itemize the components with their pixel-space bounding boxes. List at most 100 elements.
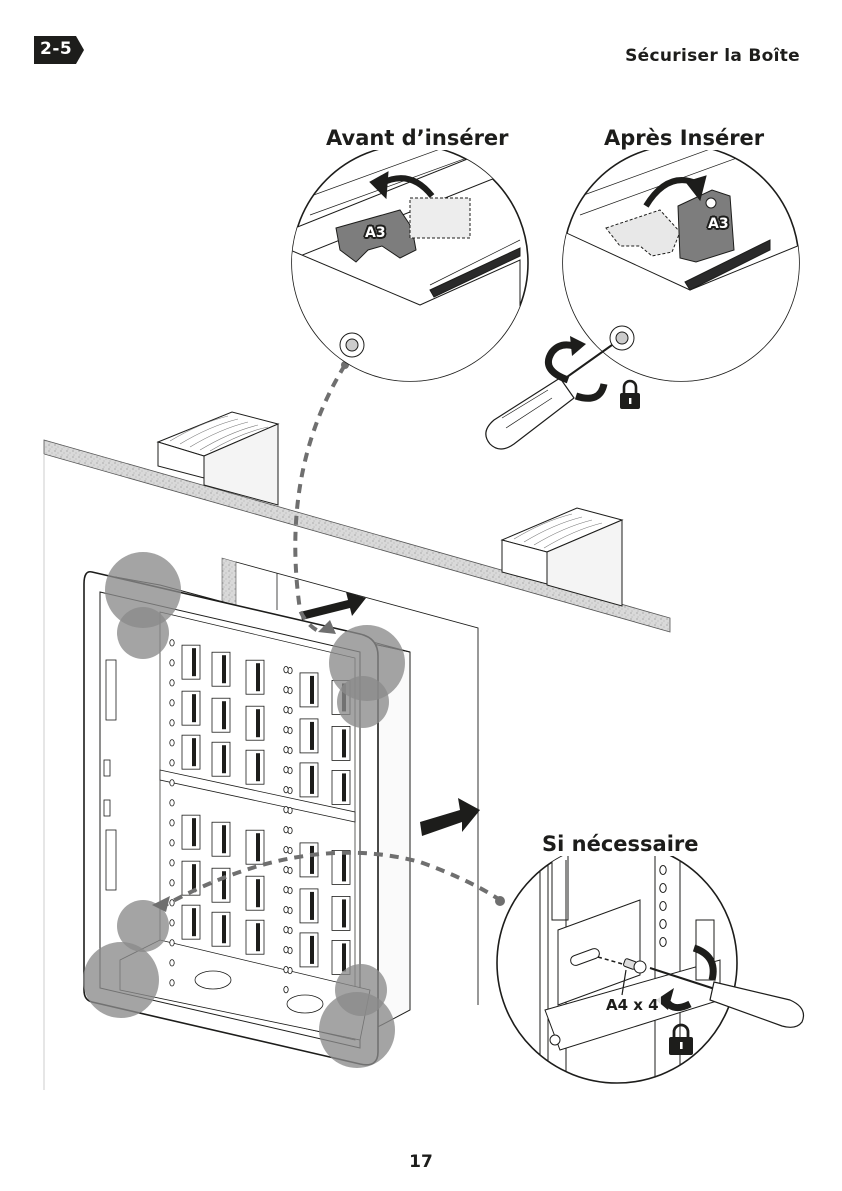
fixing-point-bottom-left-inner xyxy=(117,900,169,952)
knockout-slot xyxy=(245,919,265,955)
knockout-slot-shadow xyxy=(342,773,346,802)
knockout-slot-shadow xyxy=(222,701,226,730)
enclosure-left-rails xyxy=(103,659,117,891)
knockout-slot xyxy=(181,814,201,850)
mounting-hole xyxy=(169,639,175,647)
mounting-hole xyxy=(283,966,289,974)
arrow-right-insert xyxy=(420,798,480,836)
mounting-hole xyxy=(169,699,175,707)
mounting-hole xyxy=(169,979,175,987)
lock-icon xyxy=(669,1023,693,1055)
callout-optional-title: Si nécessaire xyxy=(538,832,703,856)
knockout-slot-shadow xyxy=(222,871,226,900)
knockout-slot-shadow xyxy=(192,694,196,723)
wooden-stud-left xyxy=(156,411,280,506)
part-label-a3-before: A3 xyxy=(365,225,386,241)
mounting-hole xyxy=(169,879,175,887)
knockout-slot-shadow xyxy=(310,935,314,964)
insertion-arrows xyxy=(300,592,480,836)
knockout-slot xyxy=(211,741,231,777)
mounting-hole xyxy=(169,919,175,927)
mounting-hole xyxy=(169,679,175,687)
mounting-hole xyxy=(169,939,175,947)
knockout-slot-shadow xyxy=(222,825,226,854)
mounting-hole xyxy=(169,899,175,907)
mounting-hole xyxy=(283,686,289,694)
mounting-hole xyxy=(169,759,175,767)
wall-panel xyxy=(43,439,671,1090)
knockout-slot xyxy=(211,651,231,687)
knockout-slot xyxy=(299,762,319,798)
callout-before-title: Avant d’insérer xyxy=(322,126,513,150)
knockout-slot xyxy=(211,867,231,903)
knockout-slot-shadow xyxy=(342,853,346,882)
wooden-stud-right xyxy=(500,507,624,607)
arrow-top-insert xyxy=(300,592,366,620)
knockout-slot-shadow xyxy=(256,833,260,862)
knockout-slot xyxy=(211,697,231,733)
mounting-hole xyxy=(169,959,175,967)
knockout-slot-shadow xyxy=(192,864,196,893)
knockout-slot xyxy=(181,690,201,726)
callout-after-title: Après Insérer xyxy=(600,126,769,150)
knockout-slot-shadow xyxy=(342,729,346,758)
connector-before xyxy=(293,363,347,634)
knockout-slot-shadow xyxy=(310,765,314,794)
knockout-slot xyxy=(211,911,231,947)
knockout-slot xyxy=(299,672,319,708)
mounting-hole xyxy=(169,799,175,807)
knockout-slot xyxy=(245,659,265,695)
mounting-hole xyxy=(283,746,289,754)
mounting-hole xyxy=(283,826,289,834)
mounting-hole xyxy=(283,786,289,794)
knockout-slot-shadow xyxy=(310,721,314,750)
knockout-slot xyxy=(331,850,351,885)
knockout-slot-shadow xyxy=(222,745,226,774)
callout-connectors xyxy=(159,363,502,910)
knockout-slot xyxy=(245,749,265,785)
knockout-slot xyxy=(299,718,319,754)
mounting-hole xyxy=(283,846,289,854)
fixing-point-bottom-right-outer xyxy=(319,992,395,1068)
mounting-hole xyxy=(169,719,175,727)
rotate-clockwise-icon xyxy=(545,336,608,402)
knockout-slot-shadow xyxy=(222,915,226,944)
mounting-hole xyxy=(283,866,289,874)
mounting-hole xyxy=(283,906,289,914)
knockout-slot xyxy=(299,888,319,924)
knockout-slot-shadow xyxy=(256,753,260,782)
knockout-slot-shadow xyxy=(342,899,346,928)
knockout-slot xyxy=(181,904,201,940)
mounting-hole xyxy=(283,706,289,714)
mounting-hole xyxy=(283,986,289,994)
mounting-hole xyxy=(283,666,289,674)
mounting-hole xyxy=(283,886,289,894)
knockout-slot-shadow xyxy=(256,709,260,738)
step-badge-shape xyxy=(34,36,84,64)
part-label-a3-after: A3 xyxy=(708,216,729,232)
connector-optional xyxy=(159,850,502,910)
screwdriver-icon xyxy=(485,344,613,450)
knockout-slot xyxy=(181,734,201,770)
knockout-slot xyxy=(299,842,319,878)
knockout-slot xyxy=(211,821,231,857)
mounting-hole xyxy=(283,806,289,814)
knockout-slot-shadow xyxy=(310,845,314,874)
callout-after-circle xyxy=(562,144,800,382)
mounting-hole xyxy=(169,859,175,867)
page-number: 17 xyxy=(409,1152,433,1172)
mounting-hole xyxy=(283,926,289,934)
mounting-hole xyxy=(283,766,289,774)
mounting-hole xyxy=(169,819,175,827)
knockout-slot-shadow xyxy=(310,891,314,920)
fixing-point-bottom-left-outer xyxy=(83,942,159,1018)
callout-before-circle xyxy=(291,144,529,382)
knockout-slot-shadow xyxy=(256,663,260,692)
mounting-hole xyxy=(169,659,175,667)
knockout-slot-shadow xyxy=(256,879,260,908)
screw-quantity-label: A4 x 4 xyxy=(604,996,661,1014)
lock-icon xyxy=(620,379,640,409)
knockout-slot-shadow xyxy=(256,923,260,952)
knockout-slot xyxy=(245,875,265,911)
